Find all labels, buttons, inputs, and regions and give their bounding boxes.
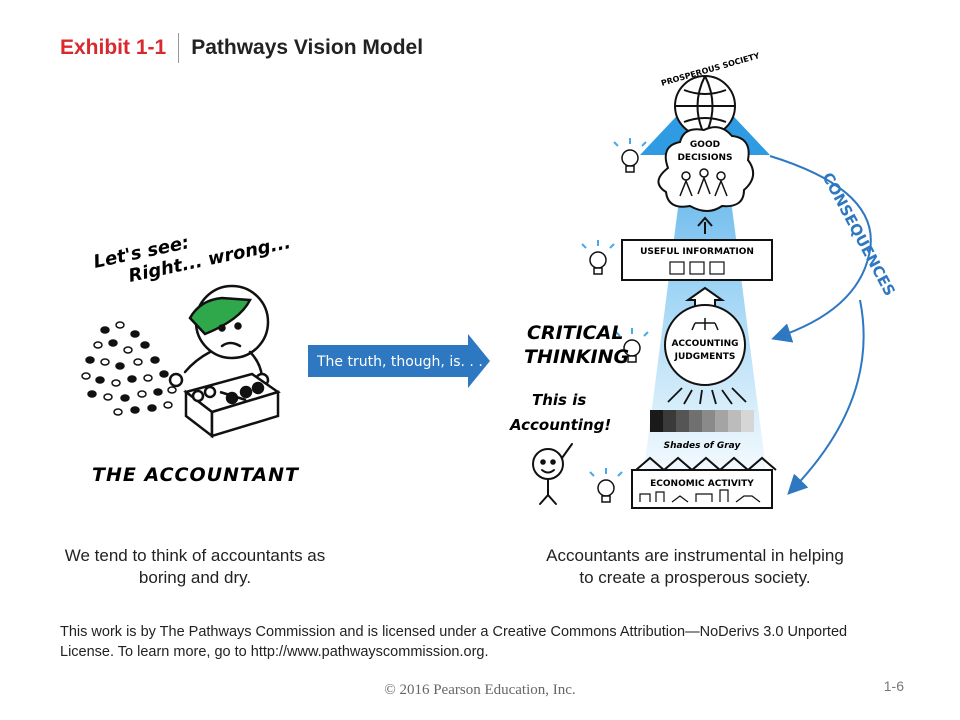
page-number: 1-6	[883, 678, 904, 694]
accounting-judgments-circle: ACCOUNTING JUDGMENTS	[664, 304, 746, 386]
economy-roof	[635, 456, 777, 472]
copyright: © 2016 Pearson Education, Inc.	[384, 682, 576, 698]
exhibit-header: Exhibit 1-1 Pathways Vision Model	[60, 30, 423, 66]
shades-of-gray-strip	[650, 410, 754, 432]
truth-arrow-text: The truth, though, is. . . .	[316, 354, 492, 370]
economic-activity-box: ECONOMIC ACTIVITY	[631, 469, 773, 509]
exhibit-title: Pathways Vision Model	[191, 36, 424, 59]
right-caption: Accountants are instrumental in helping …	[520, 545, 870, 589]
exhibit-number: Exhibit 1-1	[60, 36, 167, 59]
economy-icons	[639, 489, 761, 503]
title-divider	[178, 33, 180, 63]
table-icon	[709, 261, 725, 275]
decisions-label: DECISIONS	[677, 153, 732, 163]
converging-arrows	[667, 387, 747, 405]
lightbulb-icon	[615, 328, 649, 363]
license-text: This work is by The Pathways Commission …	[60, 622, 910, 662]
globe-prosperous-society	[674, 75, 736, 137]
small-accountant-figure	[532, 443, 573, 505]
scale-icon	[691, 318, 719, 331]
good-label: GOOD	[690, 140, 720, 150]
critical-label: CRITICAL	[527, 322, 623, 344]
up-arrow-1	[697, 216, 713, 234]
left-caption: We tend to think of accountants as borin…	[40, 545, 350, 589]
judgments-label: JUDGMENTS	[674, 352, 736, 362]
sorting-box	[183, 372, 281, 439]
scattered-beans	[81, 321, 177, 416]
economic-activity-label: ECONOMIC ACTIVITY	[650, 479, 754, 489]
license-line-1: This work is by The Pathways Commission …	[60, 624, 848, 640]
left-caption-line-2: boring and dry.	[138, 568, 252, 587]
accounting-exclaim-label: Accounting!	[509, 416, 611, 434]
useful-information-label: USEFUL INFORMATION	[640, 247, 754, 257]
right-caption-line-1: Accountants are instrumental in helping	[546, 546, 844, 565]
lightbulb-icon	[581, 240, 615, 275]
consequences-arrows	[769, 155, 872, 495]
bar-chart-icon	[689, 261, 705, 275]
accounting-label: ACCOUNTING	[671, 339, 738, 349]
license-line-2: License. To learn more, go to http://www…	[60, 644, 489, 660]
truth-arrow: The truth, though, is. . . .	[308, 334, 492, 388]
this-is-label: This is	[532, 391, 586, 409]
chart-icon	[669, 261, 685, 275]
lightbulb-icon	[613, 138, 647, 173]
lightbulb-icon	[589, 468, 623, 503]
right-caption-line-2: to create a prosperous society.	[579, 568, 811, 587]
good-decisions-cloud: GOOD DECISIONS	[657, 126, 755, 212]
useful-information-box: USEFUL INFORMATION	[621, 239, 773, 281]
shades-of-gray-label: Shades of Gray	[664, 441, 742, 451]
thinking-label: THINKING	[524, 346, 629, 368]
accountant-label: THE ACCOUNTANT	[92, 464, 300, 486]
accountant-speech: Let's see: Right... wrong...	[92, 232, 293, 287]
left-caption-line-1: We tend to think of accountants as	[64, 546, 326, 565]
accountant-figure	[168, 284, 270, 388]
